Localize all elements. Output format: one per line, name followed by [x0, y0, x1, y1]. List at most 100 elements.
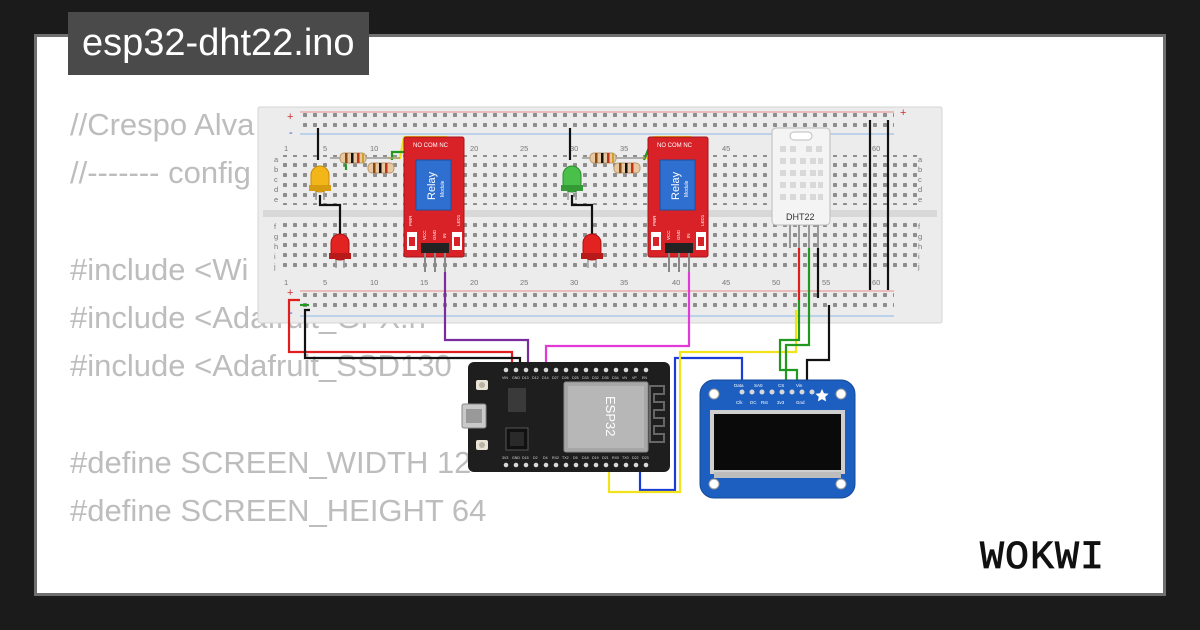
column-label: 20 — [470, 278, 478, 287]
relay-pin-vcc: VCC — [422, 230, 427, 240]
row-label: f — [274, 222, 277, 231]
relay-sub-label: Module — [684, 180, 690, 197]
relay-pin-in: IN — [686, 234, 691, 239]
esp32-pin-label: VIN — [502, 376, 508, 380]
esp32-pin-label: D25 — [572, 376, 579, 380]
code-line: #include <Adafruit_SSD130 — [70, 348, 452, 384]
row-label: g — [918, 232, 922, 241]
row-label: h — [918, 242, 922, 251]
column-label: 55 — [822, 278, 830, 287]
column-label: 5 — [323, 144, 327, 153]
row-label: a — [918, 155, 923, 164]
star-icon — [815, 389, 829, 402]
column-label: 60 — [872, 278, 880, 287]
code-line: Adafruit_SSD1306 display(SCREEN_WIDTH, S… — [70, 584, 1133, 593]
oled-pin-label: Vin — [796, 383, 803, 388]
esp32-pin-label: D35 — [602, 376, 609, 380]
esp32-board[interactable]: VIN GND D13 D12 D14 D27 D26 D25 D33 D32 … — [461, 362, 670, 472]
row-label: j — [917, 262, 920, 271]
row-label: e — [918, 195, 922, 204]
esp32-pin-label: D21 — [602, 456, 609, 460]
relay-module[interactable]: Relay Module NO COM NC PWR LED1 VCC GND … — [403, 136, 465, 272]
esp32-pin-label: VN — [622, 376, 627, 380]
esp32-pin-label: D2 — [533, 456, 538, 460]
oled-pin-label: Data — [734, 383, 744, 388]
esp32-pin-label: D15 — [522, 456, 529, 460]
column-label: 1 — [284, 144, 288, 153]
row-label: a — [274, 155, 279, 164]
dht22-sensor[interactable]: DHT22 — [771, 127, 831, 248]
relay-module[interactable]: Relay Module NO COM NC PWR LED1 VCC GND … — [647, 136, 709, 272]
led-red[interactable] — [581, 233, 603, 268]
esp32-pin-label: D27 — [552, 376, 559, 380]
esp32-pin-label: D22 — [632, 456, 639, 460]
resistor[interactable] — [582, 152, 645, 174]
wire-magenta — [544, 272, 691, 368]
column-label: 30 — [570, 278, 578, 287]
led-yellow[interactable] — [309, 165, 331, 200]
esp32-pin-label: D5 — [573, 456, 578, 460]
wire-black — [570, 195, 594, 235]
led-green[interactable] — [561, 165, 583, 200]
column-label: 10 — [370, 278, 378, 287]
wire-black — [318, 195, 342, 235]
resistor[interactable] — [330, 152, 400, 174]
relay-sub-label: Module — [440, 180, 446, 197]
dht22-label: DHT22 — [786, 212, 815, 222]
column-label: 25 — [520, 144, 528, 153]
rail-plus-label: + — [900, 107, 906, 119]
esp32-pin-label: D23 — [642, 456, 649, 460]
wire-black — [303, 308, 522, 368]
esp32-pin-label: D18 — [582, 456, 589, 460]
esp32-pin-label: D13 — [522, 376, 529, 380]
esp32-pin-label: TX0 — [622, 456, 629, 460]
rail-plus-label: + — [287, 287, 293, 299]
wire-blue — [638, 356, 744, 492]
relay-led-label: LED1 — [456, 214, 461, 226]
code-line: #define SCREEN_HEIGHT 64 — [70, 493, 487, 529]
relay-pins-top: NO COM NC — [657, 143, 693, 149]
row-label: c — [918, 175, 922, 184]
column-label: 60 — [872, 144, 880, 153]
esp32-pin-label: GND — [512, 456, 520, 460]
row-label: g — [274, 232, 278, 241]
row-label: c — [274, 175, 278, 184]
oled-pin-label: Clk — [736, 400, 743, 405]
rail-minus-label: - — [289, 127, 293, 139]
column-label: 45 — [722, 144, 730, 153]
esp32-pin-label: D19 — [592, 456, 599, 460]
relay-pin-vcc: VCC — [666, 230, 671, 240]
column-label: 5 — [323, 278, 327, 287]
oled-pin-label: 3v3 — [777, 400, 785, 405]
oled-display[interactable]: Data Clk SA0 DC Rst CS 3v3 Vin Gnd — [699, 379, 856, 499]
row-label: d — [918, 185, 922, 194]
code-line: #include <Wi — [70, 251, 249, 287]
led-red[interactable] — [329, 233, 351, 268]
column-label: 50 — [772, 278, 780, 287]
column-label: 35 — [620, 144, 628, 153]
column-label: 20 — [470, 144, 478, 153]
column-label: 15 — [420, 278, 428, 287]
column-label: 45 — [722, 278, 730, 287]
esp32-pin-label: D34 — [612, 376, 619, 380]
brand-name: WOKWI — [980, 536, 1105, 576]
esp32-pin-label: 3V3 — [502, 456, 508, 460]
relay-pwr-label: PWR — [652, 215, 657, 226]
wire-green — [778, 300, 801, 392]
project-file-title: esp32-dht22.ino — [68, 12, 369, 75]
oled-pin-label: Rst — [761, 400, 768, 405]
esp32-pin-label: RX0 — [612, 456, 619, 460]
esp32-pin-label: D4 — [543, 456, 548, 460]
code-line: //Crespo Alva — [70, 107, 255, 142]
wokwi-logo: WOKWI — [980, 536, 1105, 576]
oled-pin-label: Gnd — [796, 400, 805, 405]
esp32-pin-label: TX2 — [562, 456, 569, 460]
row-label: b — [918, 165, 922, 174]
row-label: f — [918, 222, 921, 231]
breadboard: + + - + - 1 5 10 15 20 25 30 35 40 45 60… — [257, 106, 943, 324]
esp32-pin-label: RX2 — [552, 456, 559, 460]
code-editor[interactable]: //Crespo Alva //------- config #include … — [70, 101, 1133, 593]
rail-plus-label: + — [287, 111, 293, 123]
esp32-pin-label: D12 — [532, 376, 539, 380]
